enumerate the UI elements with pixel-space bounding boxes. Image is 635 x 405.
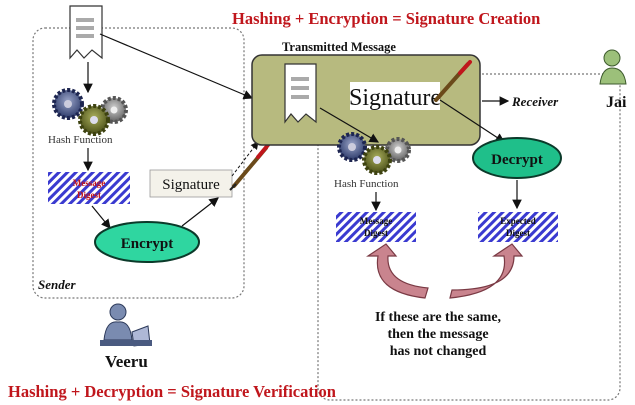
message-digest-box-sender: Message Digest [48,172,130,204]
signature-large: Signature [349,85,441,111]
svg-text:Digest: Digest [77,190,101,200]
gears-icon-receiver [337,132,411,175]
hash-function-label-receiver: Hash Function [334,178,399,190]
svg-text:Digest: Digest [364,228,388,238]
svg-text:Signature: Signature [162,177,220,193]
svg-text:Digest: Digest [506,228,530,238]
expected-digest-box: Expected Digest [478,212,558,242]
pen-icon-sender [229,143,270,191]
transmitted-message-label: Transmitted Message [282,40,396,54]
comparison-note-line3: has not changed [390,344,487,359]
sender-name: Veeru [105,352,148,371]
sender-label: Sender [38,277,77,292]
gears-icon-sender [52,88,128,136]
receiver-panel [317,73,621,401]
signature-box-sender: Signature [149,169,233,198]
receiver-label: Receiver [511,94,559,109]
hash-function-label-sender: Hash Function [48,134,113,146]
title-top: Hashing + Encryption = Signature Creatio… [232,9,540,28]
person-icon-jai [599,49,627,85]
svg-text:Encrypt: Encrypt [121,236,174,252]
svg-text:Expected: Expected [500,216,536,226]
svg-text:Message: Message [73,178,106,188]
document-icon-sender [69,5,103,60]
receiver-name: Jai [606,94,627,111]
decrypt-node: Decrypt [472,137,562,179]
sender-panel [32,27,245,299]
title-bottom: Hashing + Decryption = Signature Verific… [8,382,336,401]
encrypt-node: Encrypt [94,221,200,263]
pen-icon-transmitted [434,60,472,102]
compare-arrow-right [449,243,524,299]
compare-arrow-left [366,243,429,299]
message-digest-box-receiver: Message Digest [336,212,416,242]
person-icon-veeru [100,303,152,347]
transmitted-message-box: Signature [251,54,481,146]
svg-text:Message: Message [360,216,393,226]
comparison-note-line1: If these are the same, [375,310,501,325]
comparison-note-line2: then the message [387,327,488,342]
svg-text:Decrypt: Decrypt [491,152,543,168]
document-icon-transmitted [284,63,317,124]
